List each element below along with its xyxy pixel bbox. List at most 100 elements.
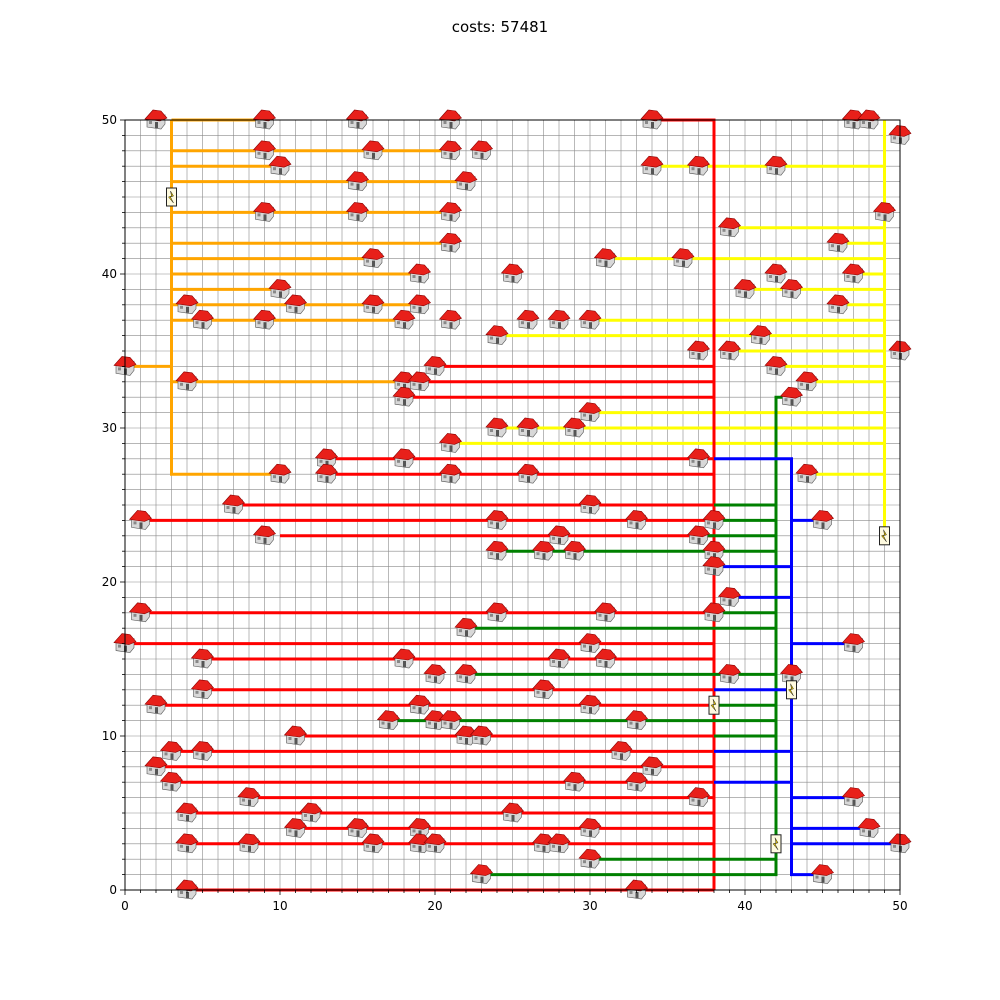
house-marker (842, 787, 865, 808)
house-marker (284, 725, 307, 746)
house-marker (454, 663, 478, 684)
house-marker (299, 802, 323, 823)
house-marker (268, 278, 292, 299)
house-marker (392, 386, 416, 407)
house-marker (454, 617, 478, 638)
house-marker (485, 325, 509, 346)
house-marker (392, 309, 416, 330)
y-tick-label: 20 (102, 575, 117, 589)
house-marker (160, 771, 183, 792)
chart-title: costs: 57481 (451, 18, 549, 36)
house-marker (175, 833, 199, 854)
house-marker (687, 525, 710, 546)
house-marker (361, 248, 385, 269)
house-marker (191, 309, 214, 330)
house-marker (346, 817, 369, 838)
house-marker (702, 509, 726, 530)
house-marker (423, 663, 447, 684)
y-tick-label: 10 (102, 729, 117, 743)
house-marker (764, 263, 788, 284)
house-marker (764, 355, 788, 376)
house-marker (578, 694, 602, 715)
house-marker (222, 494, 245, 515)
house-marker (532, 540, 555, 561)
house-marker (408, 294, 431, 315)
house-marker (578, 494, 602, 515)
house-marker (578, 848, 602, 869)
x-tick-label: 30 (582, 899, 597, 913)
house-marker (780, 386, 803, 407)
house-marker (129, 602, 152, 623)
house-marker (485, 602, 509, 623)
house-marker (733, 278, 757, 299)
house-marker (253, 201, 276, 222)
house-marker (842, 633, 865, 654)
house-marker (315, 463, 338, 484)
house-marker (377, 710, 400, 731)
battery-marker (770, 834, 782, 854)
house-marker (702, 556, 726, 577)
house-marker (439, 463, 462, 484)
x-tick-label: 10 (272, 899, 287, 913)
house-marker (253, 525, 276, 546)
house-marker (516, 463, 540, 484)
house-marker (470, 725, 493, 746)
x-tick-label: 40 (737, 899, 752, 913)
house-marker (749, 325, 772, 346)
house-marker (485, 509, 509, 530)
house-marker (470, 140, 493, 161)
house-marker (144, 756, 168, 777)
house-marker (268, 155, 292, 176)
house-marker (702, 602, 726, 623)
battery-marker (166, 187, 177, 207)
house-marker (578, 402, 602, 423)
y-tick-label: 30 (102, 421, 117, 435)
house-marker (237, 833, 261, 854)
house-marker (392, 648, 416, 669)
cable-orange (170, 120, 280, 476)
house-marker (175, 802, 199, 823)
x-tick-label: 50 (892, 899, 907, 913)
house-marker (640, 155, 664, 176)
house-marker (237, 787, 261, 808)
house-marker (594, 602, 617, 623)
house-marker (408, 263, 431, 284)
house-marker (284, 817, 307, 838)
house-marker (625, 710, 648, 731)
house-marker (191, 740, 214, 761)
house-marker (485, 540, 509, 561)
house-marker (284, 294, 307, 315)
house-marker (764, 155, 788, 176)
house-marker (594, 248, 617, 269)
house-marker (547, 833, 571, 854)
house-marker (563, 417, 586, 438)
x-tick-label: 20 (427, 899, 442, 913)
house-marker (640, 756, 664, 777)
house-marker (563, 771, 586, 792)
battery-marker (786, 680, 797, 700)
house-marker (687, 340, 710, 361)
house-marker (578, 633, 602, 654)
house-marker (547, 648, 571, 669)
house-marker (253, 140, 276, 161)
house-marker (795, 371, 819, 392)
house-marker (625, 771, 648, 792)
y-tick-label: 0 (109, 883, 117, 897)
house-marker (578, 817, 602, 838)
house-marker (439, 201, 462, 222)
house-marker (811, 864, 834, 885)
house-marker (485, 417, 509, 438)
x-tick-label: 0 (121, 899, 129, 913)
house-marker (780, 278, 803, 299)
house-marker (439, 232, 462, 253)
house-marker (718, 340, 741, 361)
battery-marker (879, 526, 890, 546)
house-marker (516, 309, 540, 330)
house-marker (361, 294, 385, 315)
house-marker (501, 802, 524, 823)
house-marker (501, 263, 524, 284)
house-marker (191, 679, 214, 700)
house-marker (439, 309, 462, 330)
house-marker (609, 740, 633, 761)
